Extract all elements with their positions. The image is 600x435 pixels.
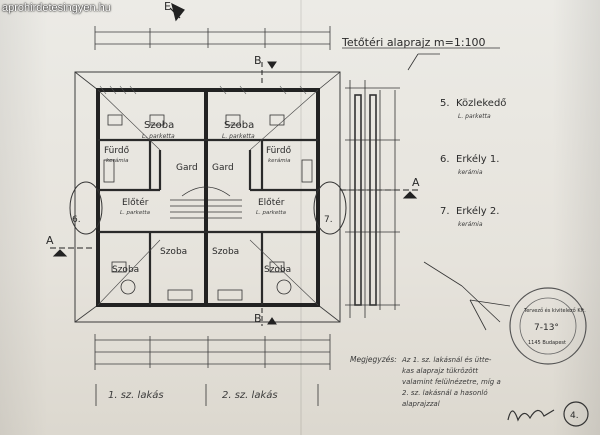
ridge-lines: [97, 89, 319, 306]
watermark: aprohirdetesingyen.hu: [2, 2, 111, 14]
room-gard-left: Gard: [176, 163, 198, 173]
note-line-4: 2. sz. lakásnál a hasonló: [402, 389, 488, 397]
stamp: [509, 287, 587, 365]
drawing-title: Tetőtéri alaprajz m=1:100: [341, 36, 486, 49]
legend-7-num: 7.: [440, 206, 450, 217]
section-mark-a-left: A: [46, 234, 54, 247]
room-szoba-br-out: Szoba: [264, 265, 291, 275]
legend-6-num: 6.: [440, 154, 450, 165]
room-szoba-br-in: Szoba: [212, 247, 239, 257]
note-line-3: valamint felülnézetre, míg a: [402, 378, 501, 386]
legend-5-num: 5.: [440, 98, 450, 109]
room-eloter-left: Előtér: [122, 197, 149, 208]
stamp-line-1: Tervező és kivitelező Kft.: [523, 307, 586, 314]
stairs: [170, 186, 242, 219]
unit-label-right: 2. sz. lakás: [222, 389, 278, 401]
stamp-line-3: 1145 Budapest: [528, 340, 566, 346]
note-line-2: kas alaprajz tükrözött: [402, 367, 478, 375]
room-eloter-left-sub: L. parketta: [120, 210, 151, 216]
section-mark-a-right: A: [412, 176, 420, 189]
room-szoba-bl-out: Szoba: [112, 265, 139, 275]
room-number-6: 6.: [72, 215, 81, 225]
room-szoba-tr: Szoba: [224, 120, 254, 131]
fixtures: [103, 114, 313, 301]
page-number-circle: [563, 401, 589, 427]
room-number-7: 7.: [324, 215, 333, 225]
section-line-b: [261, 61, 277, 326]
room-eloter-right: Előtér: [258, 197, 285, 208]
note-line-1: Az 1. sz. lakásnál és ütte-: [401, 356, 492, 364]
room-furdo-left-sub: kerámia: [106, 157, 129, 164]
balcony-left: [69, 181, 103, 235]
section-mark-b-top: B: [254, 54, 262, 67]
section-vertical-bars: [345, 80, 400, 318]
legend-leaders: [407, 53, 511, 331]
note-label: Megjegyzés:: [350, 355, 397, 364]
balcony-right: [313, 181, 347, 235]
signature-icon: [507, 409, 555, 422]
section-mark-e: [169, 2, 185, 22]
room-eloter-right-sub: L. parketta: [256, 210, 287, 216]
legend-7-label: Erkély 2.: [456, 205, 499, 217]
room-furdo-right: Fürdő: [266, 146, 292, 156]
paper-fold: [300, 0, 302, 435]
room-furdo-right-sub: kerámia: [268, 157, 291, 164]
unit-label-left: 1. sz. lakás: [108, 389, 164, 401]
room-furdo-left: Fürdő: [104, 146, 130, 156]
legend-6-label: Erkély 1.: [456, 153, 499, 165]
room-szoba-bl-in: Szoba: [160, 247, 187, 257]
section-mark-top: E: [164, 0, 171, 13]
dimension-lines-top: [94, 26, 331, 370]
legend-5-sub: L. parketta: [458, 113, 491, 120]
room-szoba-tl: Szoba: [144, 120, 174, 131]
note-line-5: alaprajzzal: [402, 400, 440, 408]
section-mark-b-bottom: B: [254, 312, 262, 325]
legend-5-label: Közlekedő: [456, 97, 506, 109]
room-szoba-tr-sub: L. parketta: [222, 133, 255, 140]
legend-7-sub: kerámia: [458, 221, 483, 228]
room-szoba-tl-sub: L. parketta: [142, 133, 175, 140]
interior-walls: [98, 138, 318, 305]
stamp-line-2: 7-13°: [534, 323, 559, 333]
room-gard-right: Gard: [212, 163, 234, 173]
page-number: 4.: [570, 411, 579, 421]
legend-6-sub: kerámia: [458, 169, 483, 176]
wall-hatching: [99, 85, 307, 95]
